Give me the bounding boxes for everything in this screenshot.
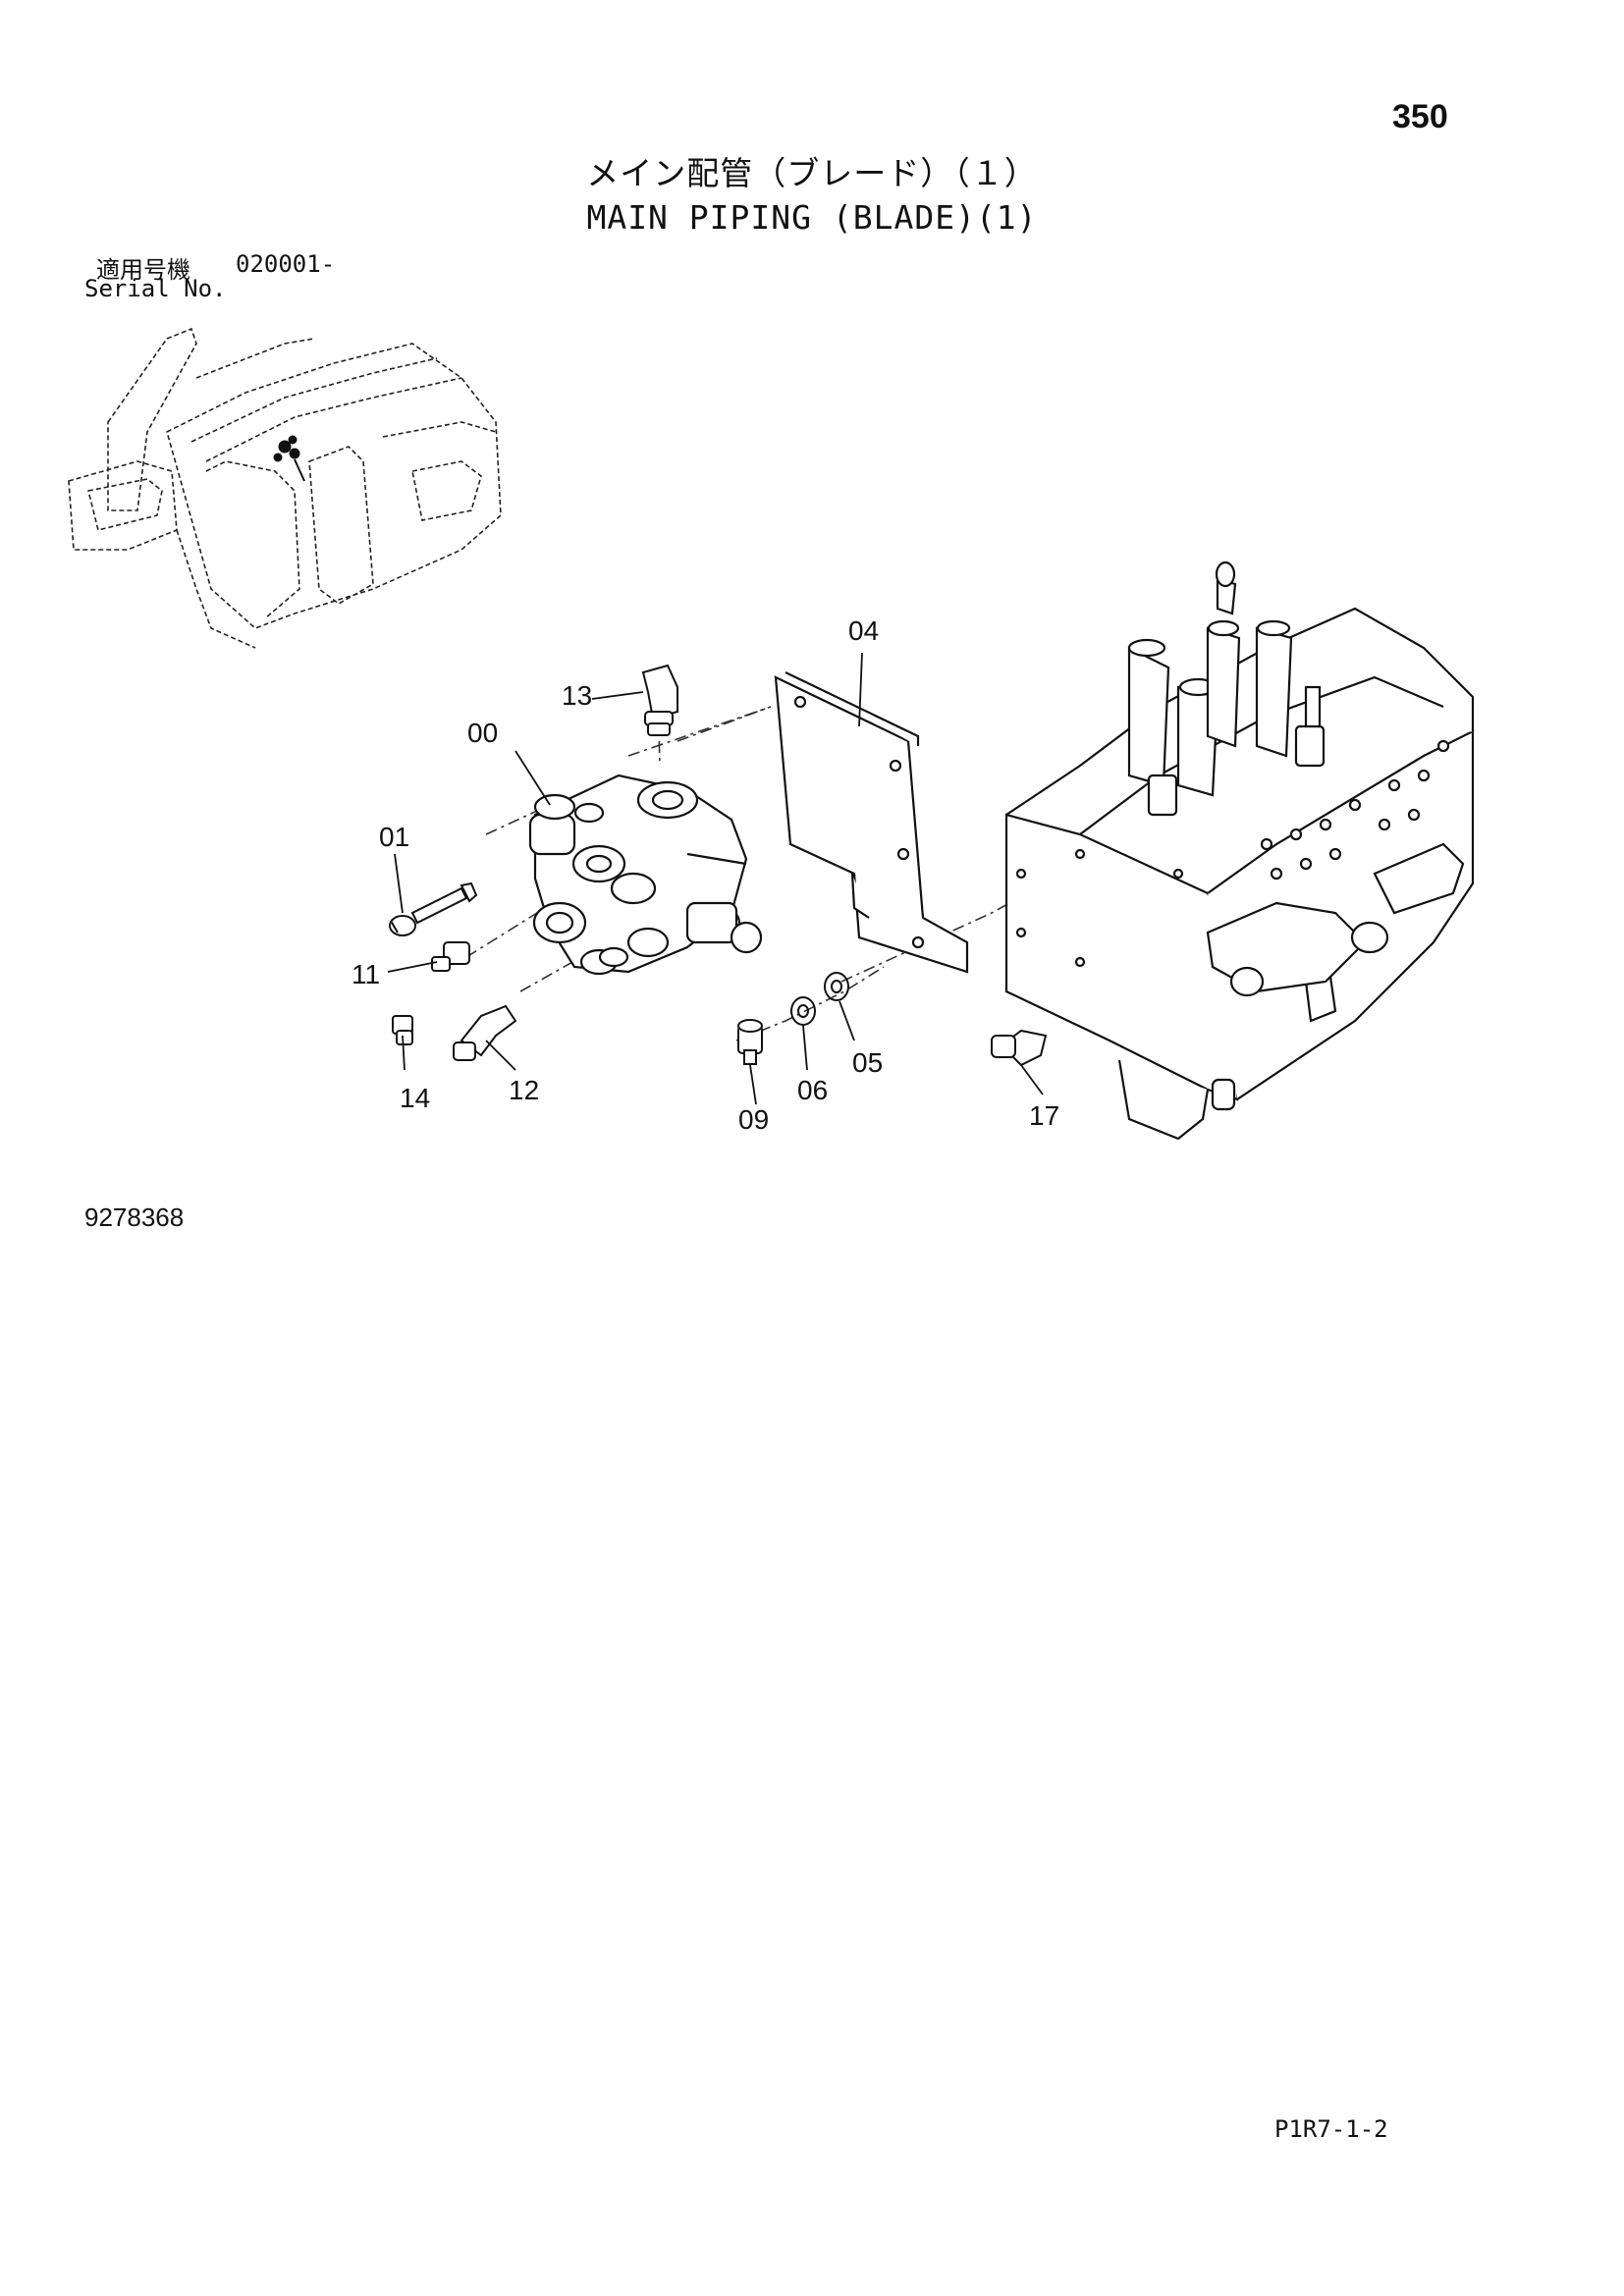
- callout-13: 13: [562, 680, 592, 711]
- bolt-01: [389, 881, 478, 936]
- callout-numbers: 00 01 04 05 06 09 11 12 13 14 17: [352, 615, 1059, 1135]
- fitting-14: [392, 1015, 413, 1045]
- bolt-09: [737, 1019, 763, 1065]
- fitting-11: [431, 941, 470, 972]
- title-japanese: メイン配管（ブレード）（１）: [586, 154, 1038, 192]
- washer-05: [824, 972, 849, 1001]
- callout-14: 14: [400, 1083, 430, 1113]
- drawing-number: 9278368: [84, 1202, 185, 1232]
- callout-leaders: [387, 652, 1044, 1105]
- fitting-17: [991, 1029, 1048, 1067]
- page-number: 350: [1392, 98, 1448, 135]
- fitting-13: [641, 664, 678, 736]
- callout-17: 17: [1029, 1100, 1059, 1131]
- callout-09: 09: [738, 1104, 769, 1135]
- valve-block: [528, 774, 763, 976]
- page-code: P1R7-1-2: [1274, 2115, 1388, 2143]
- callout-00: 00: [467, 718, 498, 748]
- callout-05: 05: [852, 1047, 883, 1078]
- callout-04: 04: [848, 615, 879, 646]
- callout-12: 12: [509, 1075, 539, 1105]
- machine-key-map: [68, 327, 502, 649]
- control-valve-body: [1004, 561, 1475, 1141]
- bracket-plate: [774, 671, 969, 974]
- washer-06: [790, 996, 816, 1026]
- callout-11: 11: [352, 959, 380, 989]
- serial-label-english: Serial No.: [84, 275, 227, 302]
- serial-label-japanese: 適用号機: [96, 256, 190, 284]
- callout-06: 06: [797, 1075, 828, 1105]
- callout-01: 01: [379, 822, 409, 852]
- serial-number-value: 020001-: [236, 250, 336, 278]
- key-map-highlight: [273, 435, 305, 482]
- title-english: MAIN PIPING (BLADE)(1): [586, 198, 1038, 237]
- fitting-12: [453, 1004, 517, 1061]
